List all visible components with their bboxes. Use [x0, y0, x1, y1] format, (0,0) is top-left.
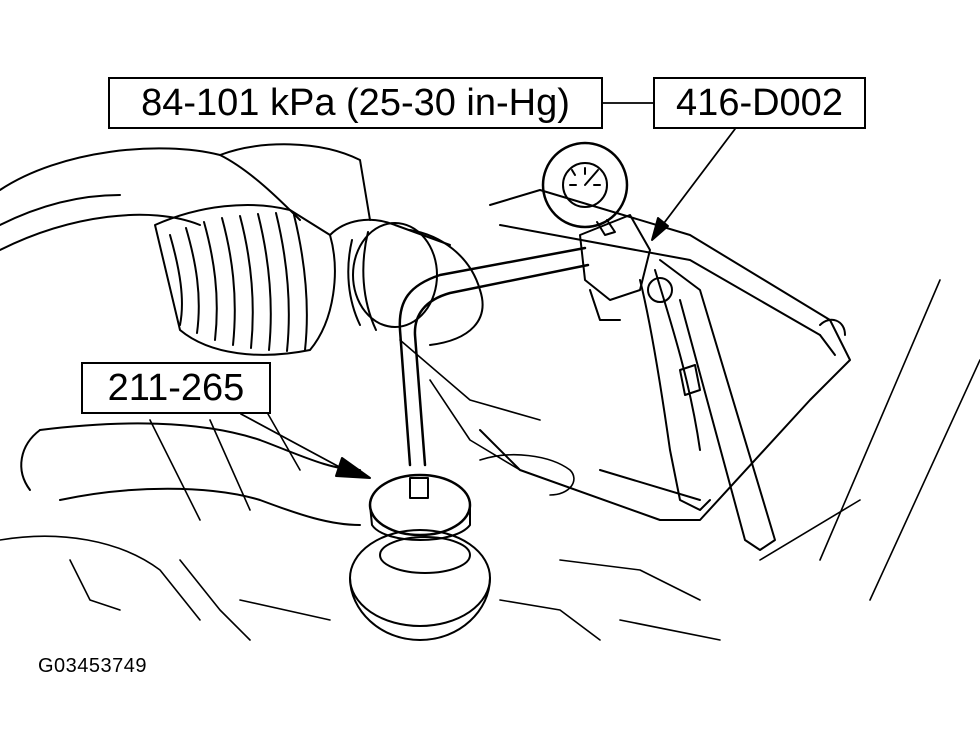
vacuum-gauge-tool — [541, 141, 651, 321]
component-tray — [479, 189, 851, 521]
lower-radiator-hose — [20, 422, 361, 526]
corrugated-intake-duct — [154, 204, 336, 356]
vacuum-spec-callout: 84-101 kPa (25-30 in-Hg) — [108, 77, 603, 129]
pressure-cap-adapter — [349, 473, 491, 641]
adapter-tool-arrowhead — [335, 457, 371, 479]
cap-adapter-tool-callout: 211-265 — [81, 362, 271, 414]
gauge-tool-arrowhead — [651, 217, 669, 241]
throttle-body-coupler — [329, 218, 484, 346]
upper-air-duct — [0, 143, 371, 251]
vacuum-hose — [398, 246, 590, 467]
hand-pump-handles — [639, 259, 776, 551]
gauge-tool-callout: 416-D002 — [653, 77, 866, 129]
figure-id: G03453749 — [38, 655, 148, 677]
leader-lines — [240, 102, 736, 471]
